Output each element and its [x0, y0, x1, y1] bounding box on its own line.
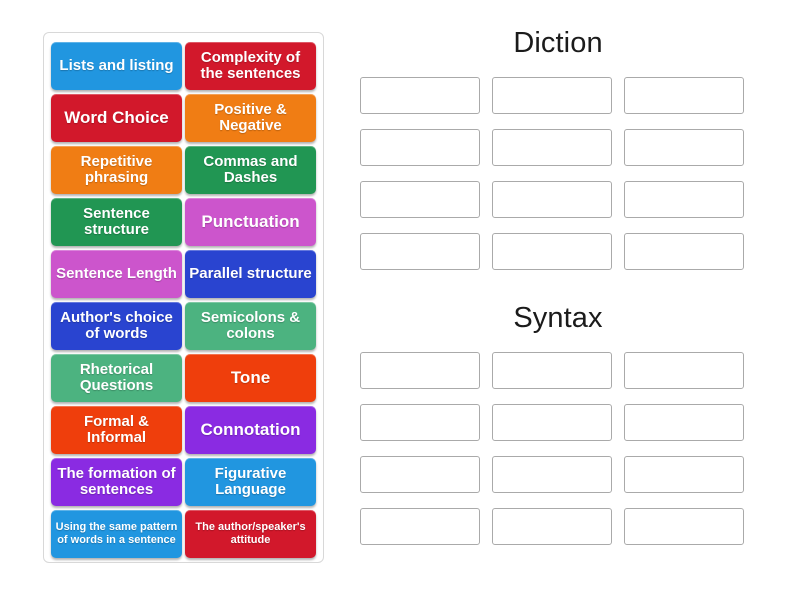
card-cell: Connotation — [185, 404, 316, 456]
card-cell: Complexity of the sentences — [185, 40, 316, 92]
drop-slot[interactable] — [624, 180, 744, 218]
card-cell: Figurative Language — [185, 456, 316, 508]
draggable-card[interactable]: Punctuation — [185, 198, 316, 246]
draggable-card[interactable]: Semicolons & colons — [185, 302, 316, 350]
card-cell: Commas and Dashes — [185, 144, 316, 196]
slot-grid-diction — [360, 76, 756, 270]
draggable-card[interactable]: Lists and listing — [51, 42, 182, 90]
draggable-card[interactable]: Commas and Dashes — [185, 146, 316, 194]
card-cell: Punctuation — [185, 196, 316, 248]
card-cell: The formation of sentences — [51, 456, 182, 508]
answer-panel-syntax: Syntax — [360, 302, 756, 545]
draggable-card[interactable]: Rhetorical Questions — [51, 354, 182, 402]
drop-slot[interactable] — [492, 455, 612, 493]
drop-slot[interactable] — [624, 507, 744, 545]
draggable-card[interactable]: Positive & Negative — [185, 94, 316, 142]
drop-slot[interactable] — [360, 180, 480, 218]
drop-slot[interactable] — [492, 351, 612, 389]
card-cell: Lists and listing — [51, 40, 182, 92]
card-cell: Parallel structure — [185, 248, 316, 300]
drop-slot[interactable] — [492, 180, 612, 218]
panel-title-syntax: Syntax — [513, 302, 603, 334]
drop-slot[interactable] — [360, 232, 480, 270]
card-cell: Tone — [185, 352, 316, 404]
draggable-card[interactable]: The author/speaker's attitude — [185, 510, 316, 558]
drop-slot[interactable] — [492, 128, 612, 166]
draggable-card[interactable]: Author's choice of words — [51, 302, 182, 350]
draggable-card[interactable]: Formal & Informal — [51, 406, 182, 454]
draggable-card[interactable]: Figurative Language — [185, 458, 316, 506]
card-cell: Word Choice — [51, 92, 182, 144]
drop-slot[interactable] — [624, 455, 744, 493]
card-cell: Using the same pattern of words in a sen… — [51, 508, 182, 560]
card-cell: Author's choice of words — [51, 300, 182, 352]
answer-panel-diction: Diction — [360, 27, 756, 270]
card-cell: Sentence Length — [51, 248, 182, 300]
draggable-card[interactable]: Sentence structure — [51, 198, 182, 246]
drop-slot[interactable] — [624, 128, 744, 166]
drop-slot[interactable] — [492, 232, 612, 270]
drop-slot[interactable] — [360, 351, 480, 389]
card-cell: Formal & Informal — [51, 404, 182, 456]
card-cell: Positive & Negative — [185, 92, 316, 144]
draggable-card[interactable]: Sentence Length — [51, 250, 182, 298]
card-cell: Sentence structure — [51, 196, 182, 248]
draggable-card[interactable]: Word Choice — [51, 94, 182, 142]
drop-slot[interactable] — [360, 76, 480, 114]
drop-slot[interactable] — [492, 76, 612, 114]
draggable-card[interactable]: Repetitive phrasing — [51, 146, 182, 194]
draggable-card[interactable]: Complexity of the sentences — [185, 42, 316, 90]
drop-slot[interactable] — [360, 507, 480, 545]
drop-slot[interactable] — [360, 403, 480, 441]
draggable-card[interactable]: Tone — [185, 354, 316, 402]
drop-slot[interactable] — [624, 403, 744, 441]
card-cell: The author/speaker's attitude — [185, 508, 316, 560]
drop-slot[interactable] — [624, 76, 744, 114]
drop-slot[interactable] — [492, 403, 612, 441]
slot-grid-syntax — [360, 351, 756, 545]
card-cell: Repetitive phrasing — [51, 144, 182, 196]
drop-slot[interactable] — [360, 455, 480, 493]
drop-slot[interactable] — [360, 128, 480, 166]
card-cell: Rhetorical Questions — [51, 352, 182, 404]
drop-slot[interactable] — [492, 507, 612, 545]
panel-title-diction: Diction — [513, 27, 603, 59]
draggable-card[interactable]: Parallel structure — [185, 250, 316, 298]
draggable-card[interactable]: Connotation — [185, 406, 316, 454]
drop-slot[interactable] — [624, 232, 744, 270]
card-cell: Semicolons & colons — [185, 300, 316, 352]
draggable-card[interactable]: Using the same pattern of words in a sen… — [51, 510, 182, 558]
draggable-card[interactable]: The formation of sentences — [51, 458, 182, 506]
drop-slot[interactable] — [624, 351, 744, 389]
